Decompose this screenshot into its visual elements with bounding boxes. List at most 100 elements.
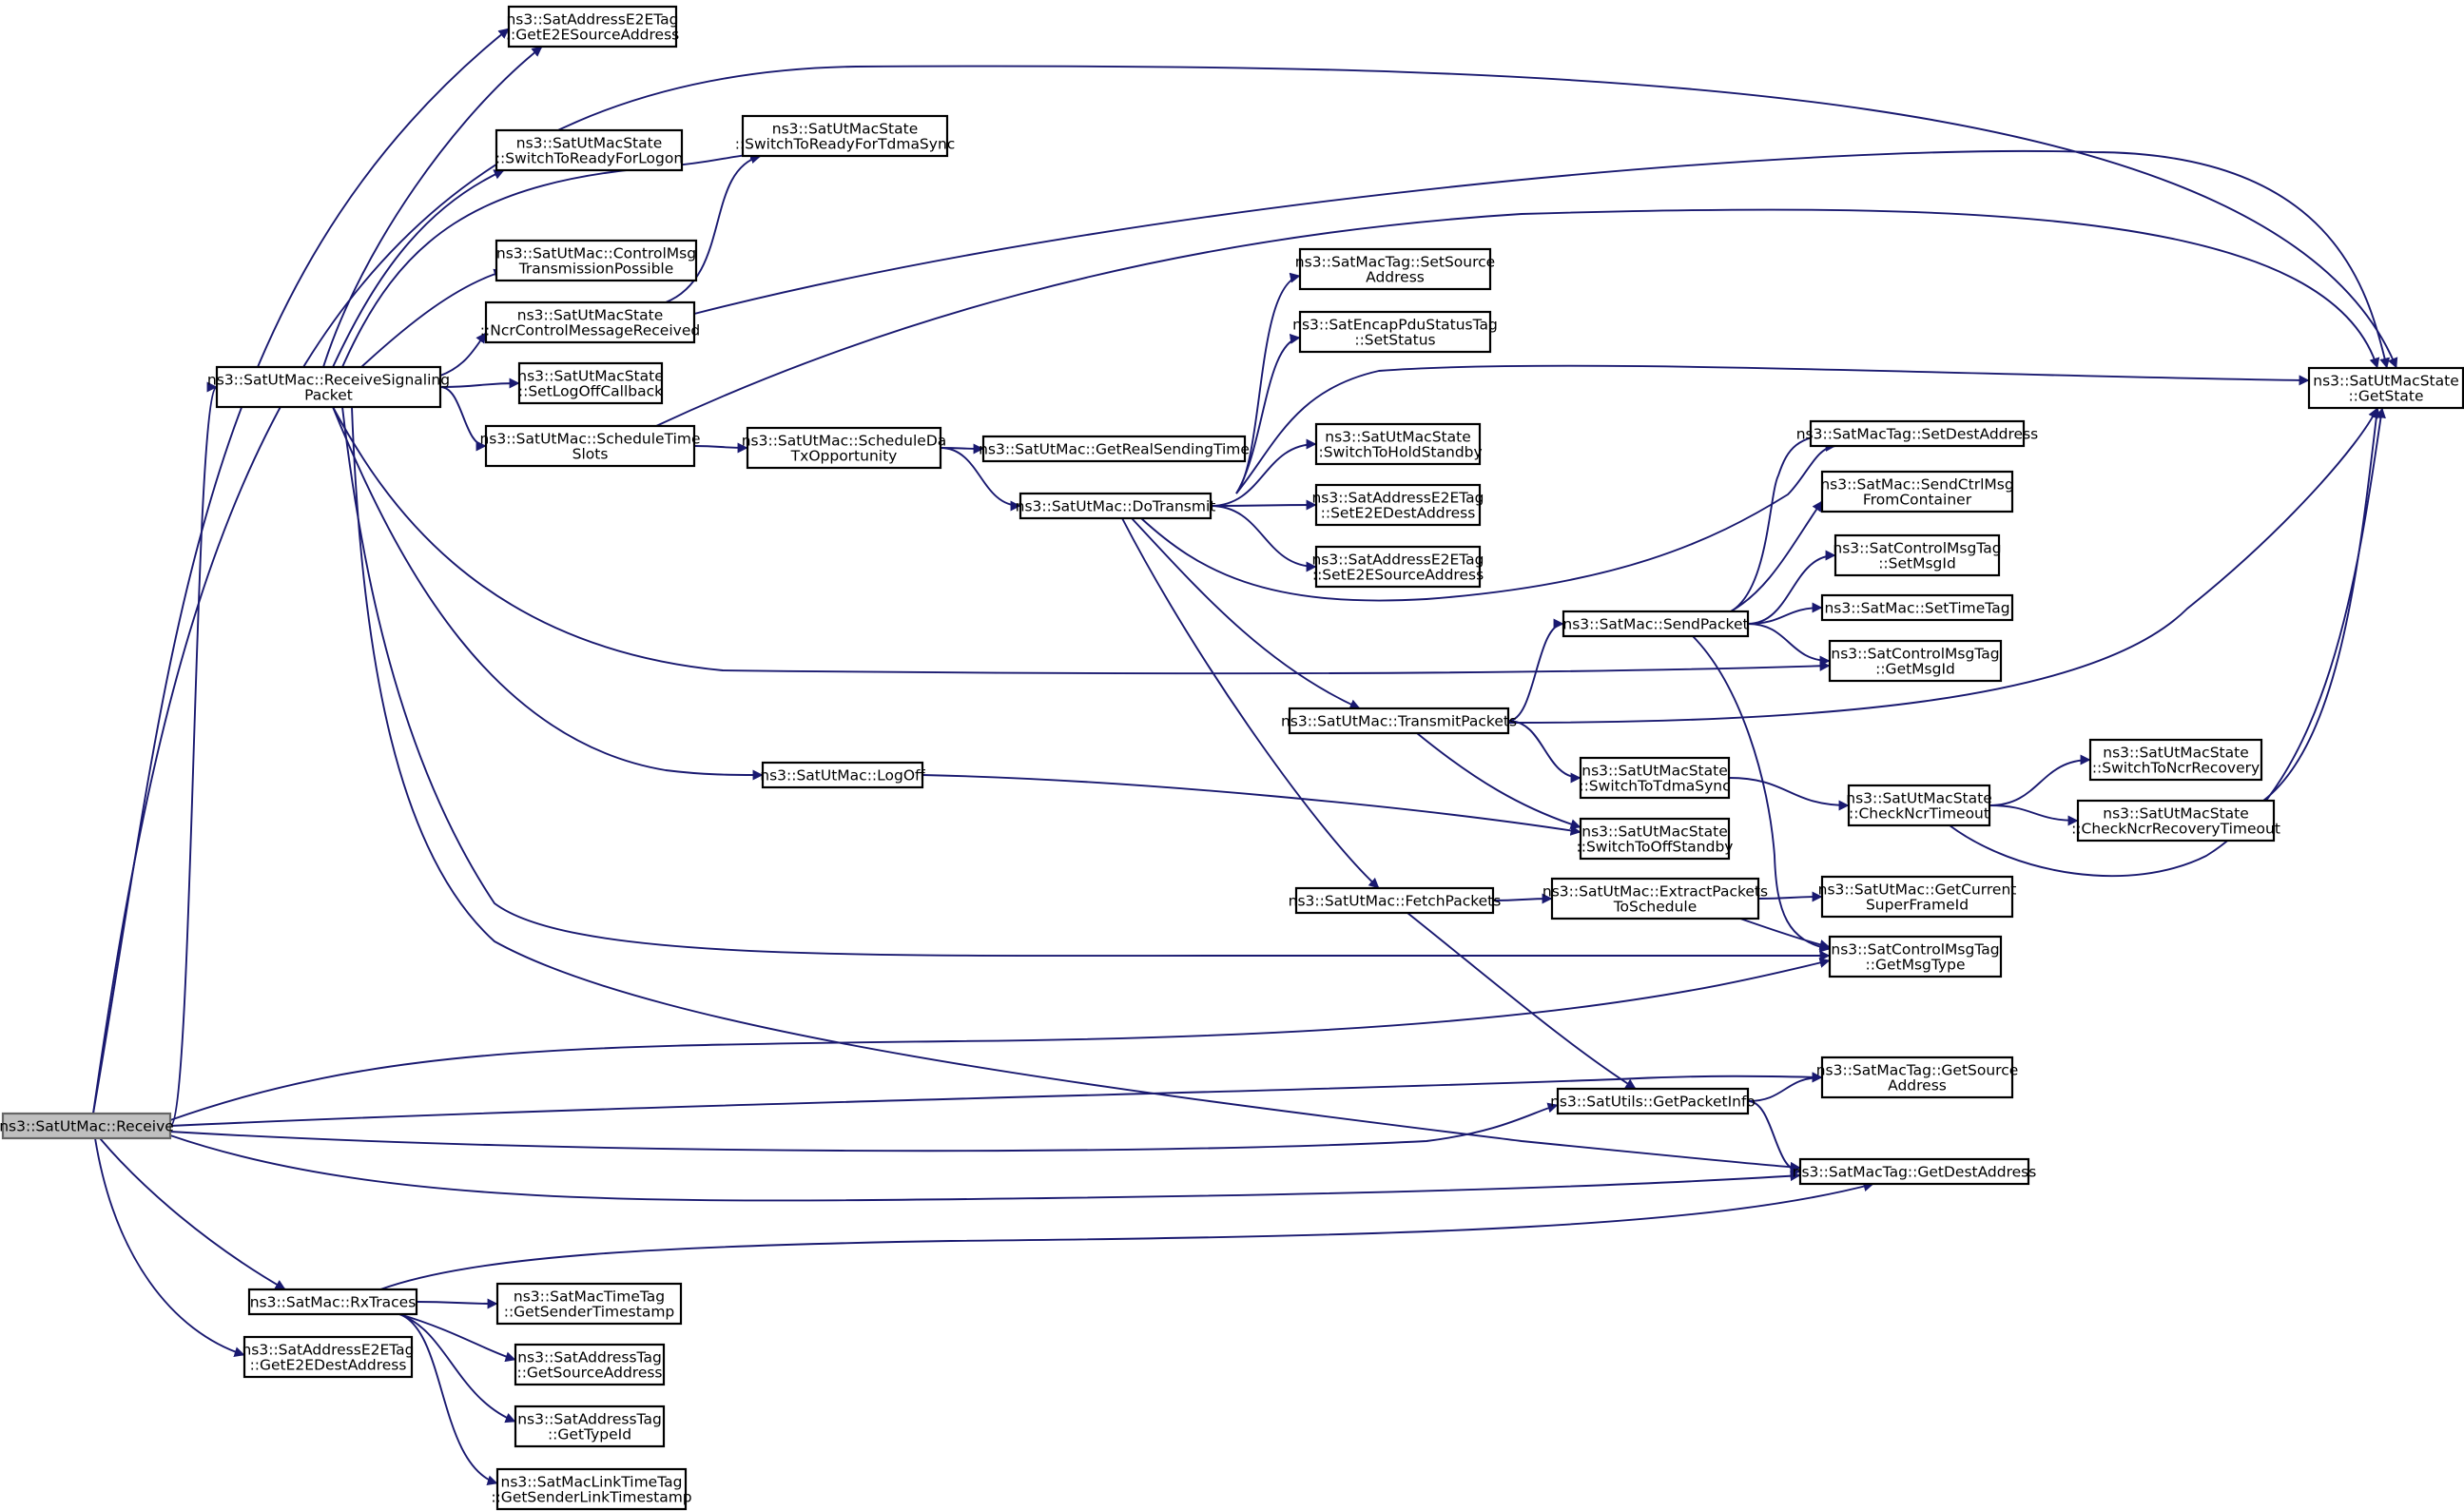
node-label: ::SwitchToHoldStandby: [1313, 444, 1482, 461]
node-fetch-packets[interactable]: ns3::SatUtMac::FetchPackets: [1289, 886, 1502, 915]
node-label: ns3::SatUtMacState: [2103, 805, 2248, 823]
node-label: ns3::SatUtils::GetPacketInfo: [1550, 1094, 1756, 1111]
node-set-msg-id[interactable]: ns3::SatControlMsgTag::SetMsgId: [1833, 533, 2002, 577]
edge-get_packet_info-to-mac_get_source: [1747, 1072, 1823, 1102]
node-label: ::SwitchToReadyForTdmaSync: [735, 136, 956, 153]
node-get-e2e-dest[interactable]: ns3::SatAddressE2ETag::GetE2EDestAddress: [242, 1335, 415, 1379]
node-sw-ncr-recovery[interactable]: ns3::SatUtMacState::SwitchToNcrRecovery: [2088, 738, 2263, 782]
node-box: [1828, 935, 2003, 978]
node-box: [1833, 533, 2001, 577]
node-set-status[interactable]: ns3::SatEncapPduStatusTag::SetStatus: [1292, 310, 1498, 354]
node-box: [1809, 419, 2026, 448]
edge-send_packet-to-set_msg_id: [1747, 550, 1836, 625]
edge-do_transmit-to-set_e2e_source: [1210, 505, 1317, 572]
node-label: ns3::SatUtMac::GetRealSendingTime: [979, 441, 1250, 458]
node-sw-ready-logon[interactable]: ns3::SatUtMacState::SwitchToReadyForLogo…: [495, 128, 684, 172]
node-set-e2e-dest[interactable]: ns3::SatAddressE2ETag::SetE2EDestAddress: [1311, 483, 1484, 527]
edge-recv_signaling-to-ncr_ctrl_recv: [439, 332, 487, 377]
node-label: ns3::SatAddressTag: [517, 1349, 662, 1366]
node-label: ns3::SatAddressTag: [517, 1411, 662, 1428]
edge-recv_signaling-to-logoff: [332, 406, 764, 781]
node-addr-get-source[interactable]: ns3::SatAddressTag::GetSourceAddress: [514, 1343, 666, 1386]
node-label: ns3::SatUtMacState: [1581, 763, 1727, 780]
node-transmit-packets[interactable]: ns3::SatUtMac::TransmitPackets: [1281, 707, 1517, 735]
node-rx-traces[interactable]: ns3::SatMac::RxTraces: [247, 1288, 418, 1316]
edge-send_packet-to-ctrl_get_msg_id: [1747, 623, 1831, 667]
node-set-e2e-source[interactable]: ns3::SatAddressE2ETag::SetE2ESourceAddre…: [1311, 545, 1484, 589]
edge-rx_traces-to-addr_get_source: [398, 1313, 516, 1363]
node-mac-get-dest[interactable]: ns3::SatMacTag::GetDestAddress: [1793, 1157, 2037, 1186]
node-check-ncr-timeout[interactable]: ns3::SatUtMacState::CheckNcrTimeout: [1846, 784, 1992, 827]
node-label: ns3::SatUtMacState: [1581, 823, 1727, 841]
node-ncr-ctrl-recv[interactable]: ns3::SatUtMacState::NcrControlMessageRec…: [480, 300, 700, 344]
node-send-packet[interactable]: ns3::SatMac::SendPacket: [1562, 610, 1750, 638]
node-label: ::SetMsgId: [1878, 555, 1956, 572]
node-box: [1550, 877, 1760, 920]
node-check-ncr-rec-timeout[interactable]: ns3::SatUtMacState::CheckNcrRecoveryTime…: [2071, 799, 2280, 843]
edge-receive-to-mac_get_dest: [169, 1134, 1801, 1202]
node-label: ::GetSenderTimestamp: [504, 1304, 675, 1321]
node-box: [1556, 1087, 1750, 1115]
node-set-logoff-cb[interactable]: ns3::SatUtMacState::SetLogOffCallback: [517, 361, 664, 405]
edge-check_ncr_timeout-to-check_ncr_rec_timeout: [1989, 804, 2079, 826]
node-label: ns3::SatMac::SendCtrlMsg: [1820, 476, 2013, 494]
node-box: [495, 128, 684, 172]
node-sw-hold-standby[interactable]: ns3::SatUtMacState::SwitchToHoldStandby: [1313, 422, 1483, 466]
node-logoff[interactable]: ns3::SatUtMac::LogOff: [760, 761, 925, 789]
node-label: ::SwitchToNcrRecovery: [2092, 760, 2260, 777]
node-label: ns3::SatUtMacState: [772, 121, 918, 138]
node-link-get-sender-ts[interactable]: ns3::SatMacLinkTimeTag::GetSenderLinkTim…: [491, 1467, 692, 1511]
edge-recv_signaling-to-get_e2e_source: [322, 46, 543, 368]
edge-transmit_packets-to-get_state: [1507, 407, 2378, 724]
node-box: [514, 1343, 666, 1386]
node-mac-set-dest[interactable]: ns3::SatMacTag::SetDestAddress: [1796, 419, 2039, 448]
node-label: ::SwitchToReadyForLogon: [495, 150, 683, 167]
node-label: ns3::SatControlMsgTag: [1833, 540, 2001, 557]
node-receive[interactable]: ns3::SatUtMac::Receive: [0, 1112, 174, 1140]
node-do-transmit[interactable]: ns3::SatUtMac::DoTransmit: [1016, 492, 1216, 520]
node-label: ns3::SatUtMacState: [2313, 373, 2458, 390]
edge-rx_traces-to-addr_get_type: [398, 1313, 516, 1424]
edge-recv_signaling-to-mac_get_dest: [351, 406, 1801, 1172]
edge-do_transmit-to-get_state: [1235, 364, 2310, 494]
edge-receive-to-mac_get_source: [169, 1072, 1823, 1127]
node-label: ns3::SatUtMac::DoTransmit: [1016, 498, 1216, 515]
node-ctrl-get-msg-type[interactable]: ns3::SatControlMsgTag::GetMsgType: [1828, 935, 2003, 978]
node-label: ::CheckNcrTimeout: [1849, 805, 1989, 823]
node-sw-ready-tdma[interactable]: ns3::SatUtMacState::SwitchToReadyForTdma…: [735, 114, 956, 158]
edge-recv_signaling-to-ctrl_tx_possible: [360, 268, 505, 368]
edge-receive-to-recv_signaling: [169, 381, 218, 1127]
node-label: ns3::SatMac::SetTimeTag: [1824, 600, 2009, 617]
node-ctrl-tx-possible[interactable]: ns3::SatUtMac::ControlMsgTransmissionPos…: [495, 239, 698, 282]
node-sw-off-standby[interactable]: ns3::SatUtMacState::SwitchToOffStandby: [1577, 817, 1734, 861]
node-label: ns3::SatUtMacState: [1846, 790, 1991, 807]
node-label: ns3::SatUtMac::FetchPackets: [1289, 893, 1502, 910]
node-get-e2e-source[interactable]: ns3::SatAddressE2ETag::GetE2ESourceAddre…: [506, 5, 679, 48]
node-get-sender-ts[interactable]: ns3::SatMacTimeTag::GetSenderTimestamp: [495, 1282, 683, 1326]
node-addr-get-type[interactable]: ns3::SatAddressTag::GetTypeId: [514, 1404, 666, 1448]
node-get-packet-info[interactable]: ns3::SatUtils::GetPacketInfo: [1550, 1087, 1756, 1115]
node-get-real-send[interactable]: ns3::SatUtMac::GetRealSendingTime: [979, 435, 1250, 463]
node-mac-get-source[interactable]: ns3::SatMacTag::GetSourceAddress: [1816, 1056, 2019, 1099]
edge-extract_packets-to-ctrl_get_msg_type: [1739, 918, 1831, 950]
node-sw-tdma-sync[interactable]: ns3::SatUtMacState::SwitchToTdmaSync: [1579, 756, 1731, 800]
node-box: [215, 365, 442, 409]
node-label: SuperFrameId: [1866, 897, 1969, 914]
node-label: FromContainer: [1863, 492, 1972, 509]
node-label: ns3::SatUtMac::TransmitPackets: [1281, 713, 1517, 730]
node-set-time-tag[interactable]: ns3::SatMac::SetTimeTag: [1820, 593, 2014, 622]
node-label: ::SetE2ESourceAddress: [1312, 567, 1484, 584]
node-label: ns3::SatUtMac::ExtractPackets: [1542, 883, 1768, 901]
node-ctrl-get-msg-id[interactable]: ns3::SatControlMsgTag::GetMsgId: [1828, 639, 2003, 683]
node-label: ns3::SatMacTag::SetSource: [1295, 254, 1495, 271]
node-box: [484, 424, 696, 468]
node-get-state[interactable]: ns3::SatUtMacState::GetState: [2307, 366, 2464, 410]
